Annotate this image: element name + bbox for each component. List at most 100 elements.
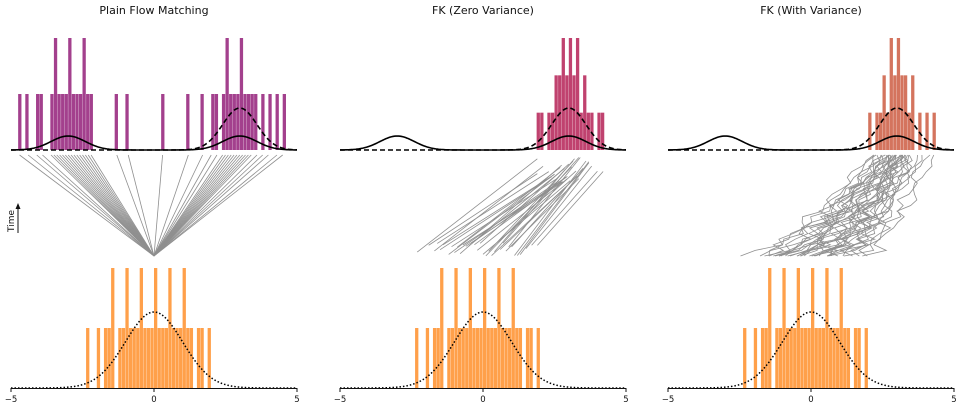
source-hist-bar (436, 328, 440, 388)
source-hist-bar (764, 328, 768, 388)
source-hist-bar (146, 328, 151, 388)
source-hist-bar (103, 328, 108, 388)
source-hist-bar (864, 328, 868, 388)
target-hist-bar (246, 94, 251, 150)
source-hist-bar (778, 328, 783, 388)
source-hist-bar (196, 328, 201, 388)
sample-path (797, 154, 897, 257)
target-hist-bar (89, 94, 93, 150)
target-hist-bar (18, 94, 22, 150)
source-hist-bar (529, 328, 533, 388)
source-hist-bar (161, 328, 165, 388)
source-hist-bar (164, 328, 169, 388)
target-hist-bar (896, 38, 901, 150)
source-hist-bar (450, 328, 455, 388)
x-tick-label: −5 (5, 395, 18, 405)
source-hist-bar (836, 328, 840, 388)
source-hist-bar (125, 268, 129, 388)
sample-path (153, 154, 269, 257)
sample-path (773, 154, 890, 257)
source-hist-bar (200, 328, 204, 388)
target-hist-bar (579, 112, 583, 150)
source-hist-bar (136, 328, 140, 388)
target-hist-bar (50, 94, 54, 150)
sample-path (19, 154, 155, 257)
sample-path (525, 165, 592, 249)
source-hist-bar (461, 328, 465, 388)
target-hist-bar (540, 112, 544, 150)
sample-path (153, 154, 203, 257)
source-hist-bar (96, 328, 101, 388)
target-hist-bar (275, 94, 279, 150)
source-hist-bar (500, 328, 505, 388)
sample-path (519, 162, 590, 255)
source-hist-bar (818, 328, 822, 388)
source-hist-bar (515, 328, 519, 388)
source-hist-bar (832, 328, 836, 388)
panel-title: FK (With Variance) (760, 4, 862, 17)
sample-path (477, 178, 568, 251)
sample-path (153, 154, 278, 257)
source-hist-bar (493, 328, 498, 388)
source-hist-bar (128, 328, 133, 388)
target-hist-bar (68, 38, 72, 150)
tilted-target-curve (340, 107, 627, 151)
sample-path (514, 160, 587, 256)
source-hist-bar (789, 328, 793, 388)
source-hist-bar (432, 328, 437, 388)
source-hist-bar (107, 328, 111, 388)
sample-path (858, 154, 931, 257)
target-hist-bar (268, 94, 272, 150)
source-hist-bar (825, 268, 829, 388)
target-hist-bar (586, 112, 590, 150)
source-hist-bar (511, 268, 515, 388)
sample-path (153, 154, 263, 257)
source-hist-bar (782, 268, 786, 388)
x-tick-label: −5 (334, 395, 347, 405)
target-hist-bar (568, 38, 573, 150)
source-hist-bar (132, 328, 136, 388)
x-tick-label: 5 (951, 395, 956, 405)
source-hist-bar (121, 328, 126, 388)
target-hist-bar (64, 94, 68, 150)
x-tick-label: 0 (480, 395, 485, 405)
target-hist-bar (229, 94, 233, 150)
source-hist-bar (486, 328, 490, 388)
source-hist-bar (828, 328, 833, 388)
target-hist-bar (561, 38, 565, 150)
target-hist-bar (200, 94, 204, 150)
source-hist-bar (518, 328, 523, 388)
source-density-curve (340, 311, 626, 389)
sample-path (829, 154, 903, 257)
target-hist-bar (878, 112, 883, 150)
sample-path (153, 154, 258, 257)
sample-path (439, 176, 552, 251)
source-hist-bar (179, 328, 183, 388)
source-hist-bar (504, 328, 508, 388)
sample-path (116, 154, 155, 257)
sample-path (803, 154, 903, 257)
target-hist-bar (61, 94, 65, 150)
target-hist-bar (243, 94, 247, 150)
target-hist-bar (36, 94, 40, 150)
target-hist-bar (925, 112, 929, 150)
source-hist-bar (785, 328, 790, 388)
target-hist-bar (875, 112, 879, 150)
source-hist-bar (525, 328, 530, 388)
source-hist-bar (760, 328, 765, 388)
sample-path (764, 154, 880, 257)
target-hist-bar (53, 38, 58, 150)
sample-path (42, 154, 155, 257)
sample-path (531, 170, 598, 246)
source-hist-bar (743, 328, 747, 388)
target-hist-bar (565, 75, 569, 150)
sample-path (437, 171, 549, 244)
sample-path (479, 163, 570, 244)
source-hist-bar (479, 328, 483, 388)
sample-path (494, 158, 575, 252)
source-hist-bar (775, 328, 779, 388)
